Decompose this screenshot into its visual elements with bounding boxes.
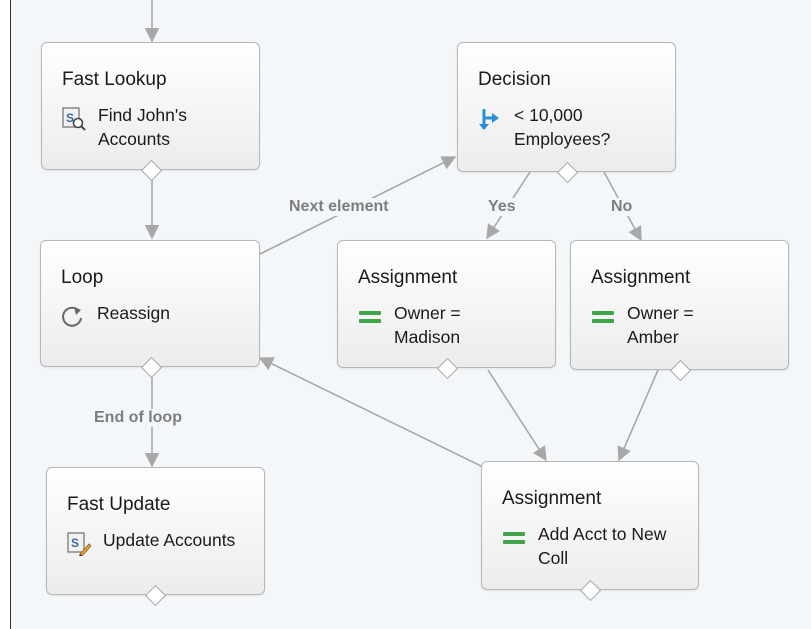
connector-label-end-of-loop: End of loop	[91, 409, 185, 427]
node-label: Update Accounts	[103, 530, 236, 550]
node-label: Find John's Accounts	[98, 105, 187, 149]
node-label: Owner = Amber	[627, 303, 694, 347]
connector-label-next-element: Next element	[286, 198, 392, 216]
node-type-label: Fast Lookup	[62, 69, 167, 90]
sobject-lookup-icon: S	[62, 107, 86, 131]
node-type-label: Fast Update	[67, 494, 171, 515]
decision-arrows-icon	[479, 109, 499, 130]
fast-update-node[interactable]: Fast Update S Update Accounts	[46, 467, 265, 595]
node-type-label: Loop	[61, 267, 104, 288]
connector-label-no: No	[608, 198, 636, 216]
connector-amber-to-add	[617, 369, 659, 462]
assignment-equals-icon	[503, 532, 525, 544]
node-label: Reassign	[97, 303, 170, 323]
sobject-update-icon: S	[67, 532, 91, 556]
connector-add-to-loop	[258, 357, 482, 467]
loop-node[interactable]: Loop Reassign	[40, 240, 260, 367]
loop-refresh-icon	[62, 306, 82, 327]
node-type-label: Decision	[478, 69, 551, 90]
node-type-label: Assignment	[591, 267, 691, 288]
node-type-label: Assignment	[358, 267, 458, 288]
connector-label-yes: Yes	[485, 198, 519, 216]
decision-node[interactable]: Decision < 10,000 Employees?	[457, 42, 676, 172]
node-label: < 10,000 Employees?	[514, 105, 611, 149]
assignment-amber-node[interactable]: Assignment Owner = Amber	[570, 240, 789, 370]
node-label: Owner = Madison	[394, 303, 461, 347]
assignment-add-acct-node[interactable]: Assignment Add Acct to New Coll	[481, 461, 699, 590]
svg-text:S: S	[66, 111, 74, 125]
assignment-madison-node[interactable]: Assignment Owner = Madison	[337, 240, 556, 368]
fast-lookup-node[interactable]: Fast Lookup S Find John's Accounts	[41, 42, 260, 170]
assignment-equals-icon	[592, 311, 614, 323]
node-label: Add Acct to New Coll	[538, 524, 667, 568]
assignment-equals-icon	[359, 311, 381, 323]
connector-madison-to-add	[487, 369, 547, 462]
svg-text:S: S	[71, 536, 79, 550]
node-type-label: Assignment	[502, 488, 602, 509]
